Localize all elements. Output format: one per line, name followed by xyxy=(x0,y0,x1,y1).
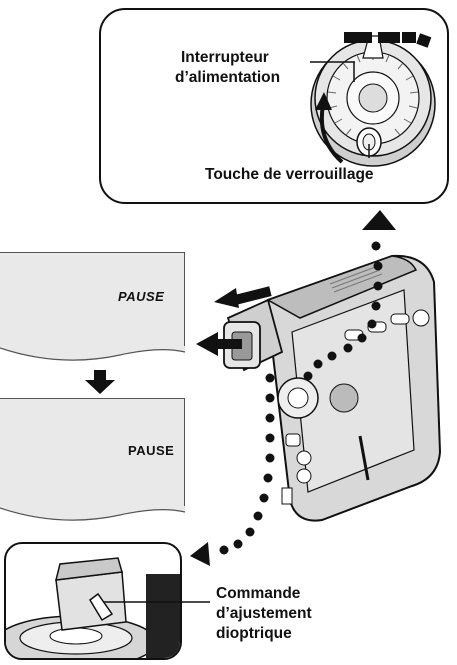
dotted-path-bottom xyxy=(220,374,275,555)
pointer-triangle-bottom xyxy=(190,542,210,566)
diopter-callout xyxy=(4,542,182,660)
pointer-triangle-top xyxy=(362,210,396,230)
diopter-label-line3: dioptrique xyxy=(216,624,292,643)
camcorder-body xyxy=(268,256,440,521)
diopter-label-line2: d’ajustement xyxy=(216,604,312,623)
diopter-label-line1: Commande xyxy=(216,584,300,603)
diopter-illustration xyxy=(6,544,182,660)
